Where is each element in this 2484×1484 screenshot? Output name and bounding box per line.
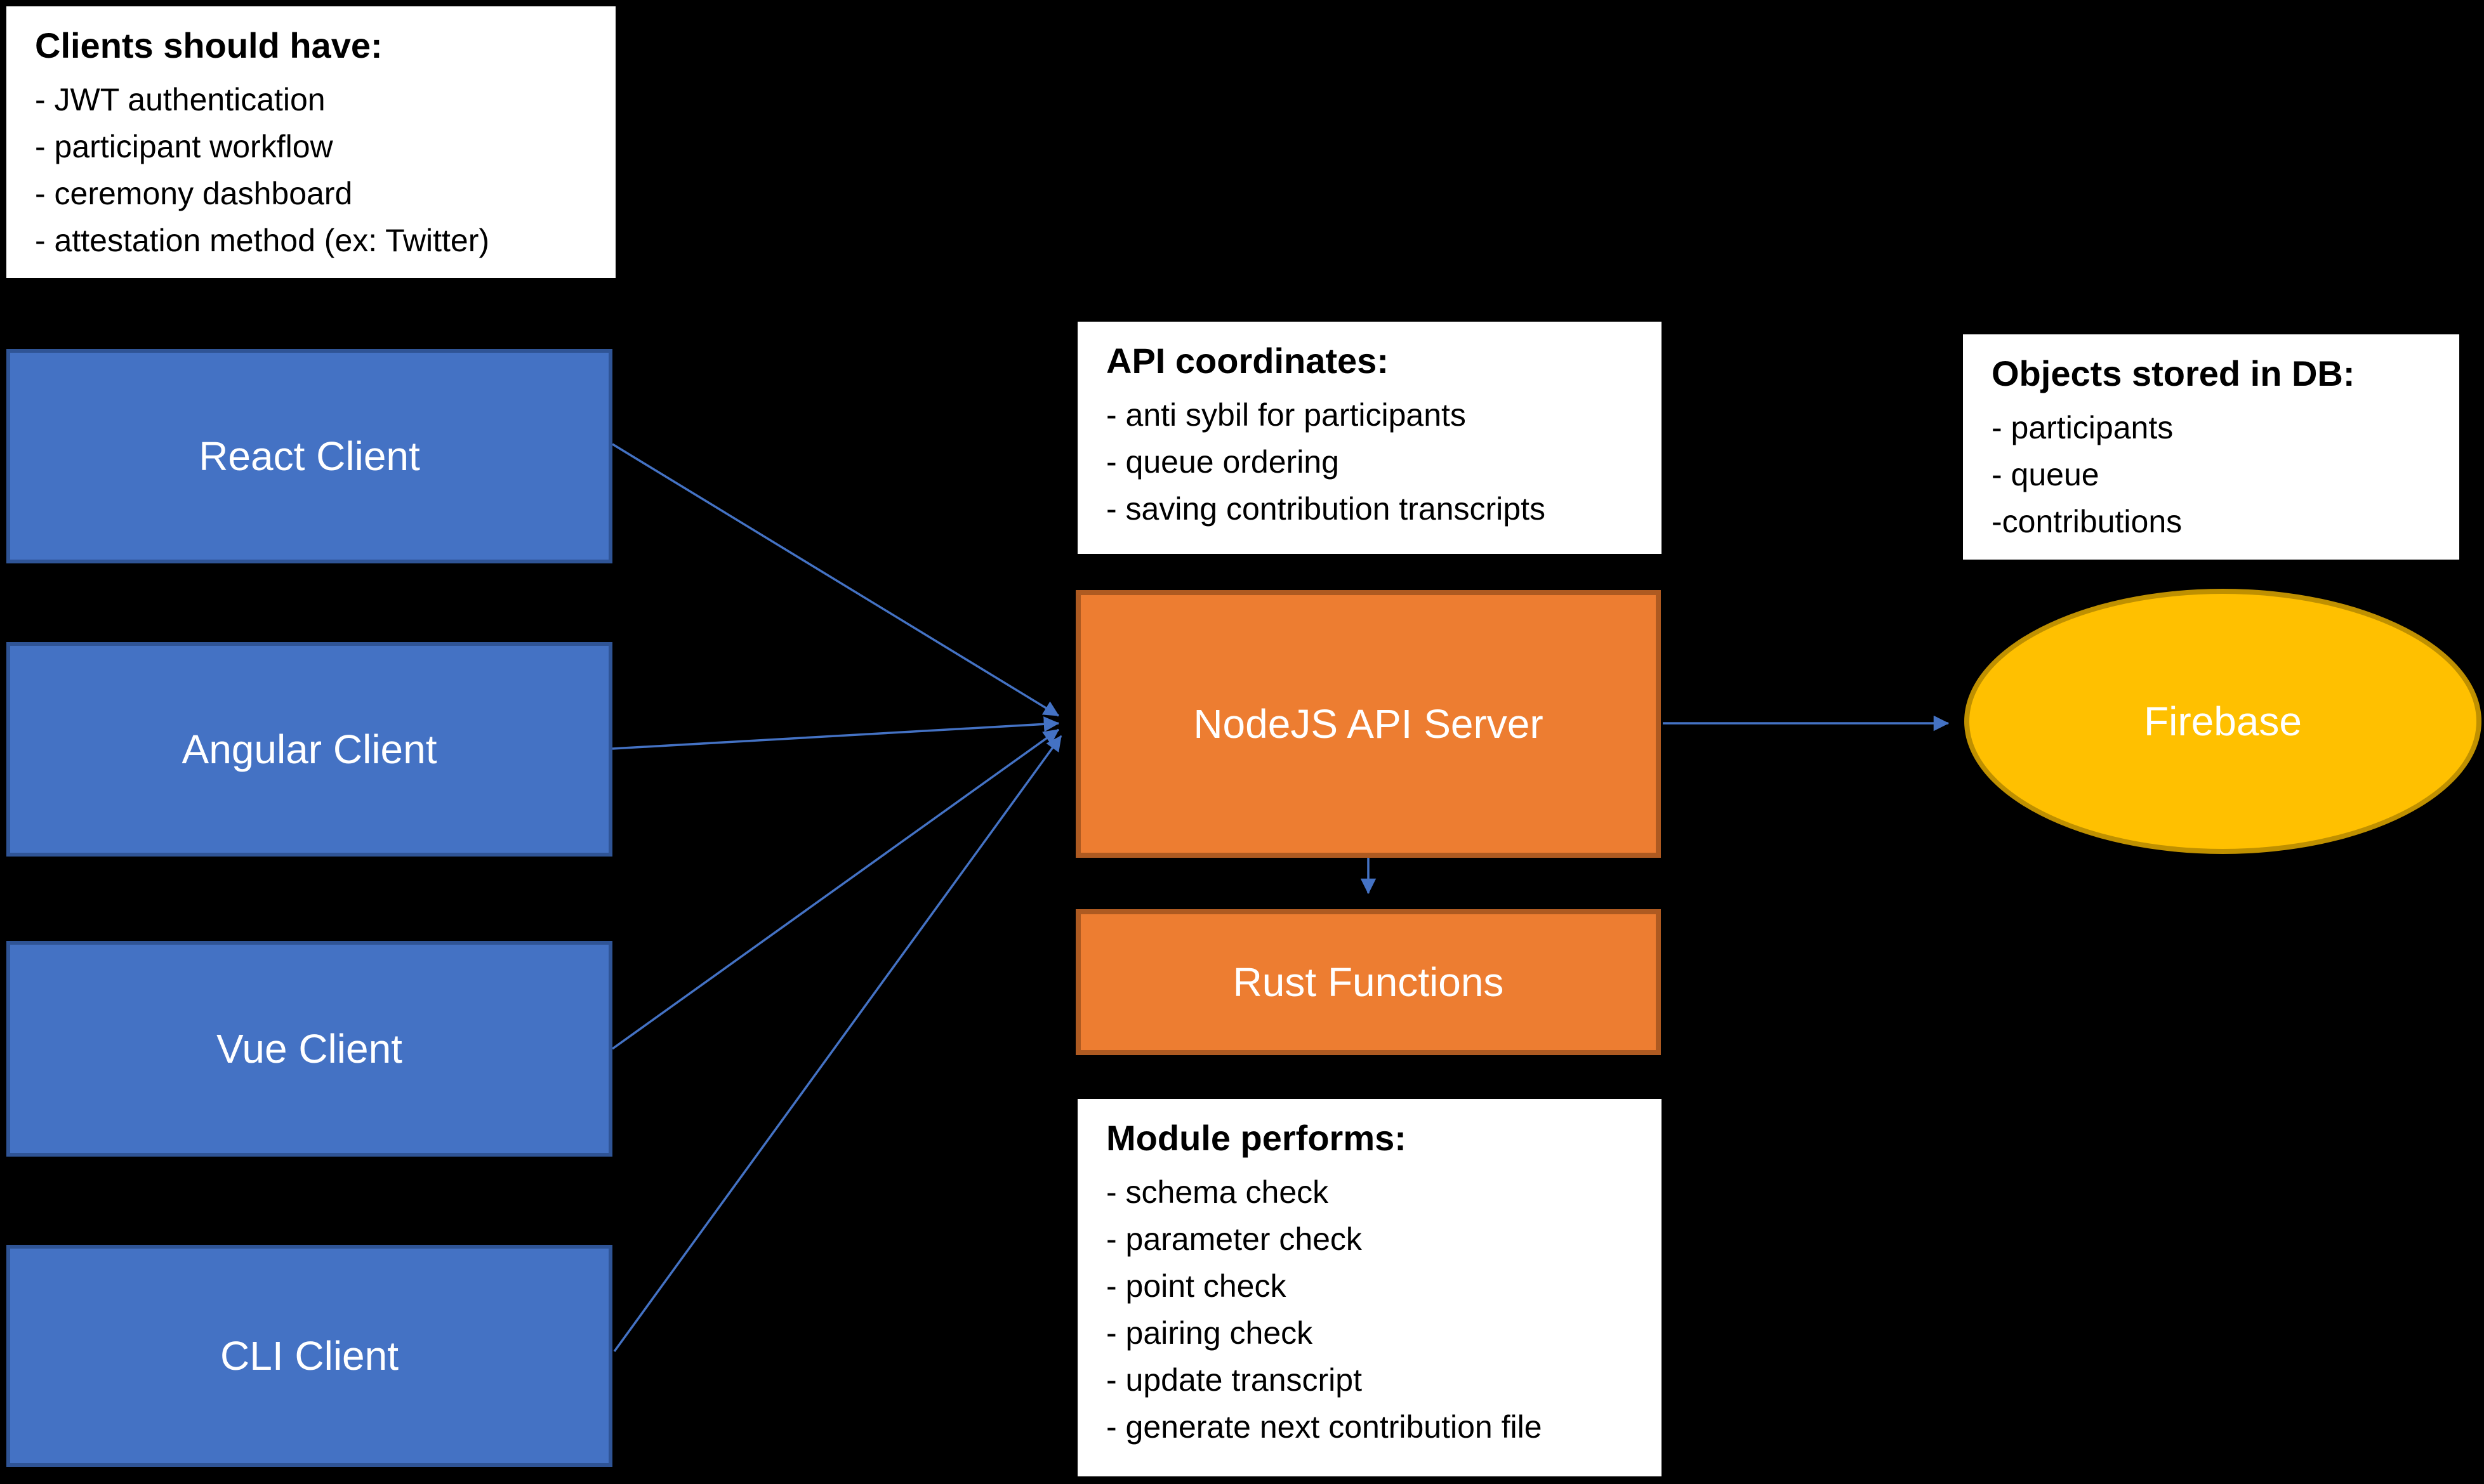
note-item: - saving contribution transcripts: [1106, 491, 1545, 527]
cli-client-label: CLI Client: [220, 1333, 399, 1379]
module-note-items: - schema check - parameter check - point…: [1106, 1169, 1633, 1450]
clients-note: Clients should have: - JWT authenticatio…: [6, 6, 616, 278]
db-note-items: - participants - queue -contributions: [1992, 404, 2431, 545]
cli-client-node: CLI Client: [6, 1245, 612, 1467]
note-item: - generate next contribution file: [1106, 1409, 1542, 1445]
module-note: Module performs: - schema check - parame…: [1078, 1099, 1662, 1476]
note-item: - schema check: [1106, 1174, 1329, 1210]
arrow-vue-to-nodejs: [611, 728, 1060, 1050]
api-note-items: - anti sybil for participants - queue or…: [1106, 391, 1633, 532]
note-item: - JWT authentication: [35, 82, 326, 117]
api-note: API coordinates: - anti sybil for partic…: [1078, 322, 1662, 554]
rust-functions-label: Rust Functions: [1232, 959, 1504, 1005]
clients-note-title: Clients should have:: [35, 25, 383, 65]
react-client-node: React Client: [6, 349, 612, 563]
note-item: - attestation method (ex: Twitter): [35, 223, 490, 258]
db-note: Objects stored in DB: - participants - q…: [1963, 334, 2459, 560]
arrow-cli-to-nodejs: [613, 735, 1062, 1353]
firebase-node: Firebase: [1964, 589, 2481, 854]
note-item: - point check: [1106, 1268, 1286, 1304]
api-note-title: API coordinates:: [1106, 341, 1389, 381]
note-item: - queue: [1992, 457, 2099, 492]
nodejs-api-server-label: NodeJS API Server: [1193, 701, 1543, 747]
vue-client-label: Vue Client: [216, 1026, 402, 1072]
note-item: - pairing check: [1106, 1315, 1313, 1351]
db-note-title: Objects stored in DB:: [1992, 353, 2355, 393]
rust-functions-node: Rust Functions: [1076, 909, 1661, 1055]
react-client-label: React Client: [199, 433, 420, 479]
arrow-react-to-nodejs: [612, 443, 1060, 717]
arrow-angular-to-nodejs: [612, 716, 1060, 750]
note-item: -contributions: [1992, 504, 2183, 539]
note-item: - ceremony dashboard: [35, 176, 353, 211]
angular-client-label: Angular Client: [182, 726, 437, 772]
nodejs-api-server-node: NodeJS API Server: [1076, 590, 1661, 858]
note-item: - participants: [1992, 410, 2174, 445]
clients-note-items: - JWT authentication - participant workf…: [35, 76, 587, 264]
note-item: - parameter check: [1106, 1221, 1362, 1257]
vue-client-node: Vue Client: [6, 941, 612, 1157]
note-item: - queue ordering: [1106, 444, 1339, 480]
angular-client-node: Angular Client: [6, 642, 612, 857]
note-item: - anti sybil for participants: [1106, 397, 1466, 433]
note-item: - update transcript: [1106, 1362, 1362, 1398]
note-item: - participant workflow: [35, 129, 333, 164]
firebase-label: Firebase: [2144, 699, 2302, 744]
module-note-title: Module performs:: [1106, 1118, 1406, 1158]
